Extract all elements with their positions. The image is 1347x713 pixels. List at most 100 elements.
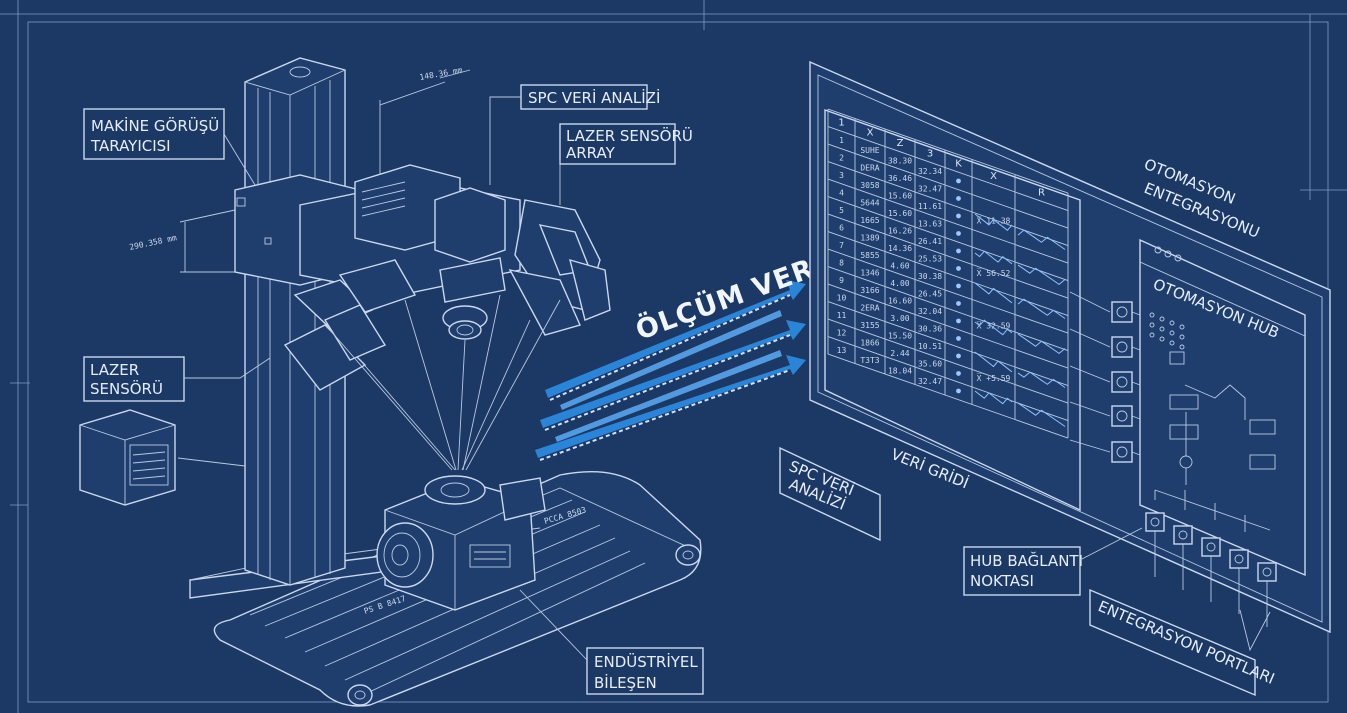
port-connector	[1131, 311, 1141, 316]
grid-sparkline	[1017, 229, 1066, 250]
grid-cell-z: 15.60	[888, 209, 912, 218]
gear-icon-ring	[1116, 341, 1128, 353]
grid-header: 3	[927, 149, 933, 160]
callout-spc-bottom: SPC VERİ ANALİZİ	[779, 446, 881, 542]
grid-row-number: 3	[839, 171, 844, 180]
label-laser-sensor-2: SENSÖRÜ	[90, 379, 163, 398]
grid-cell-3: 32.04	[918, 307, 942, 316]
grid-cell-3: 11.61	[918, 202, 942, 211]
grid-row-line	[827, 178, 1069, 264]
automation-hub: OTOMASYON HUB	[1139, 238, 1306, 577]
callout-machine-vision: MAKİNE GÖRÜŞÜ TARAYICISI	[83, 108, 256, 186]
grid-xbar-value: X̅ 56.52	[977, 268, 1011, 278]
grid-cell-x: DERA	[860, 164, 879, 173]
grid-row-number: 11	[837, 311, 847, 320]
grid-header: R	[1038, 188, 1045, 199]
grid-row-line	[827, 318, 1069, 404]
grid-cell-3: 26.45	[918, 290, 942, 299]
grid-cell-x: 2ERA	[860, 304, 879, 313]
grid-sparkline	[1017, 333, 1066, 355]
port-icon-ring	[1206, 542, 1216, 552]
grid-row-line	[827, 126, 1069, 211]
dimension-top: 148.36 mm	[419, 66, 463, 82]
port-connector	[1069, 291, 1111, 313]
grid-status-dot	[956, 301, 961, 306]
grid-sparkline	[974, 319, 1013, 336]
gear-icon	[1111, 441, 1133, 463]
grid-cell-z: 4.60	[890, 262, 909, 271]
grid-header: X	[990, 171, 997, 182]
gear-icon-ring	[1116, 376, 1128, 388]
laser-sensor-device	[79, 409, 176, 506]
grid-cell-x: 1389	[860, 234, 879, 243]
grid-row-line	[827, 353, 1069, 439]
port-icon	[1257, 562, 1277, 582]
port-icon-ring	[1178, 530, 1188, 540]
label-hub-node-2: NOKTASI	[970, 572, 1034, 590]
grid-row-line	[827, 213, 1069, 299]
grid-sparkline	[974, 282, 1013, 304]
grid-sparkline	[974, 250, 1013, 265]
label-laser-sensor-1: LAZER	[90, 361, 139, 379]
gear-icon-ring	[1116, 446, 1128, 458]
port-icon-ring	[1262, 567, 1272, 577]
grid-row-number: 9	[839, 276, 844, 285]
grid-status-dot	[956, 248, 961, 254]
grid-row-number: 8	[839, 259, 844, 268]
port-icon-ring	[1150, 517, 1160, 527]
hub-led-matrix	[1149, 312, 1185, 350]
grid-cell-z: 15.50	[888, 332, 912, 341]
grid-row-number: 10	[837, 294, 847, 303]
grid-status-dot	[956, 213, 961, 219]
grid-status-dot	[956, 336, 961, 341]
port-icon	[1173, 525, 1193, 545]
grid-cell-x: 1665	[860, 216, 879, 225]
grid-cell-z: 3.00	[890, 314, 909, 323]
port-connector	[1069, 439, 1111, 453]
grid-status-dot	[956, 388, 961, 394]
port-connector	[1069, 401, 1111, 417]
grid-cell-z: 14.36	[888, 244, 912, 253]
grid-cell-x: 3155	[860, 321, 879, 330]
port-connector	[1131, 381, 1141, 386]
grid-status-dot	[956, 231, 961, 236]
grid-cell-z: 16.60	[888, 297, 912, 306]
grid-row-line	[827, 336, 1069, 421]
grid-cell-3: 26.41	[918, 237, 942, 246]
side-ports	[1069, 291, 1141, 463]
grid-xbar-value: X̅ +5.59	[977, 373, 1011, 383]
grid-cell-x: 1346	[860, 269, 879, 278]
port-connector	[1131, 415, 1141, 420]
hub-flow-diagram	[1154, 351, 1276, 532]
grid-sparkline	[1017, 298, 1066, 319]
grid-row-line	[827, 161, 1069, 246]
grid-cell-z: 16.26	[888, 227, 912, 236]
grid-cell-x: 5855	[860, 251, 879, 260]
grid-cell-z: 2.44	[890, 349, 909, 358]
grid-header: Z	[897, 138, 904, 149]
gear-icon-ring	[1116, 410, 1128, 422]
data-grid-table: 1XZ3KXR12345678910111213SUHEDERA30585644…	[827, 108, 1069, 439]
label-laser-array-2: ARRAY	[566, 144, 616, 162]
grid-cell-3: 13.63	[918, 220, 942, 229]
grid-status-dot	[956, 318, 961, 324]
grid-xbar-value: X̅ 32.59	[977, 320, 1011, 330]
label-component-1: ENDÜSTRİYEL	[594, 652, 698, 671]
grid-row-line	[827, 301, 1069, 386]
grid-cell-3: 32.47	[918, 377, 942, 386]
grid-status-dot	[956, 353, 961, 359]
grid-row-line	[827, 108, 1069, 194]
grid-row-number: 1	[839, 136, 844, 145]
label-machine-vision-2: TARAYICISI	[90, 137, 171, 155]
port-icon	[1201, 537, 1221, 557]
grid-cell-x: T3T3	[860, 356, 879, 365]
port-connector	[1069, 328, 1111, 348]
callout-hub-node: HUB BAĞLANTI NOKTASI	[963, 527, 1143, 596]
grid-status-dot	[956, 266, 961, 271]
grid-row-line	[827, 283, 1069, 369]
label-ports: ENTEGRASYON PORTLARI	[1095, 597, 1277, 688]
grid-header: K	[955, 159, 962, 170]
grid-row-number: 2	[839, 154, 844, 163]
callout-laser-sensor: LAZER SENSÖRÜ	[83, 356, 271, 467]
callout-spc-top: SPC VERİ ANALİZİ	[489, 84, 660, 185]
